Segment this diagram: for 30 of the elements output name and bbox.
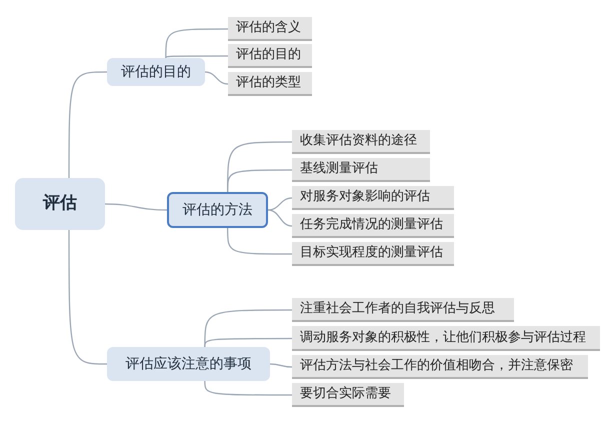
connector [68, 230, 107, 365]
connector [104, 203, 168, 211]
subtopic: 收集评估资料的途径 [292, 130, 430, 154]
connector [204, 309, 292, 347]
connector [165, 28, 228, 58]
subtopic: 目标实现程度的测量评估 [292, 242, 454, 266]
subtopic: 评估的目的 [228, 44, 312, 68]
branch-topic: 评估应该注意的事项 [107, 347, 270, 381]
subtopic: 注重社会工作者的自我评估与反思 [292, 298, 514, 322]
connector [165, 55, 228, 58]
root-topic: 评估 [15, 178, 105, 230]
connector [227, 169, 292, 192]
connector [68, 71, 107, 178]
subtopic: 任务完成情况的测量评估 [292, 214, 454, 238]
branch-topic: 评估的目的 [107, 58, 205, 86]
connector [204, 380, 292, 396]
subtopic: 评估方法与社会工作的价值相吻合，并注意保密 [292, 355, 588, 379]
subtopic: 要切合实际需要 [292, 383, 404, 407]
connector [268, 197, 292, 211]
connector [227, 228, 292, 255]
connector [204, 71, 228, 85]
subtopic: 评估的含义 [228, 17, 312, 41]
branch-topic: 评估的方法 [167, 192, 268, 228]
connector [204, 338, 292, 348]
subtopic: 调动服务对象的积极性，让他们积极参与评估过程 [292, 326, 600, 351]
subtopic: 评估的类型 [228, 72, 312, 96]
subtopic: 对服务对象影响的评估 [292, 186, 454, 210]
subtopic: 基线测量评估 [292, 158, 430, 182]
connector [268, 209, 292, 227]
connector [270, 363, 292, 368]
